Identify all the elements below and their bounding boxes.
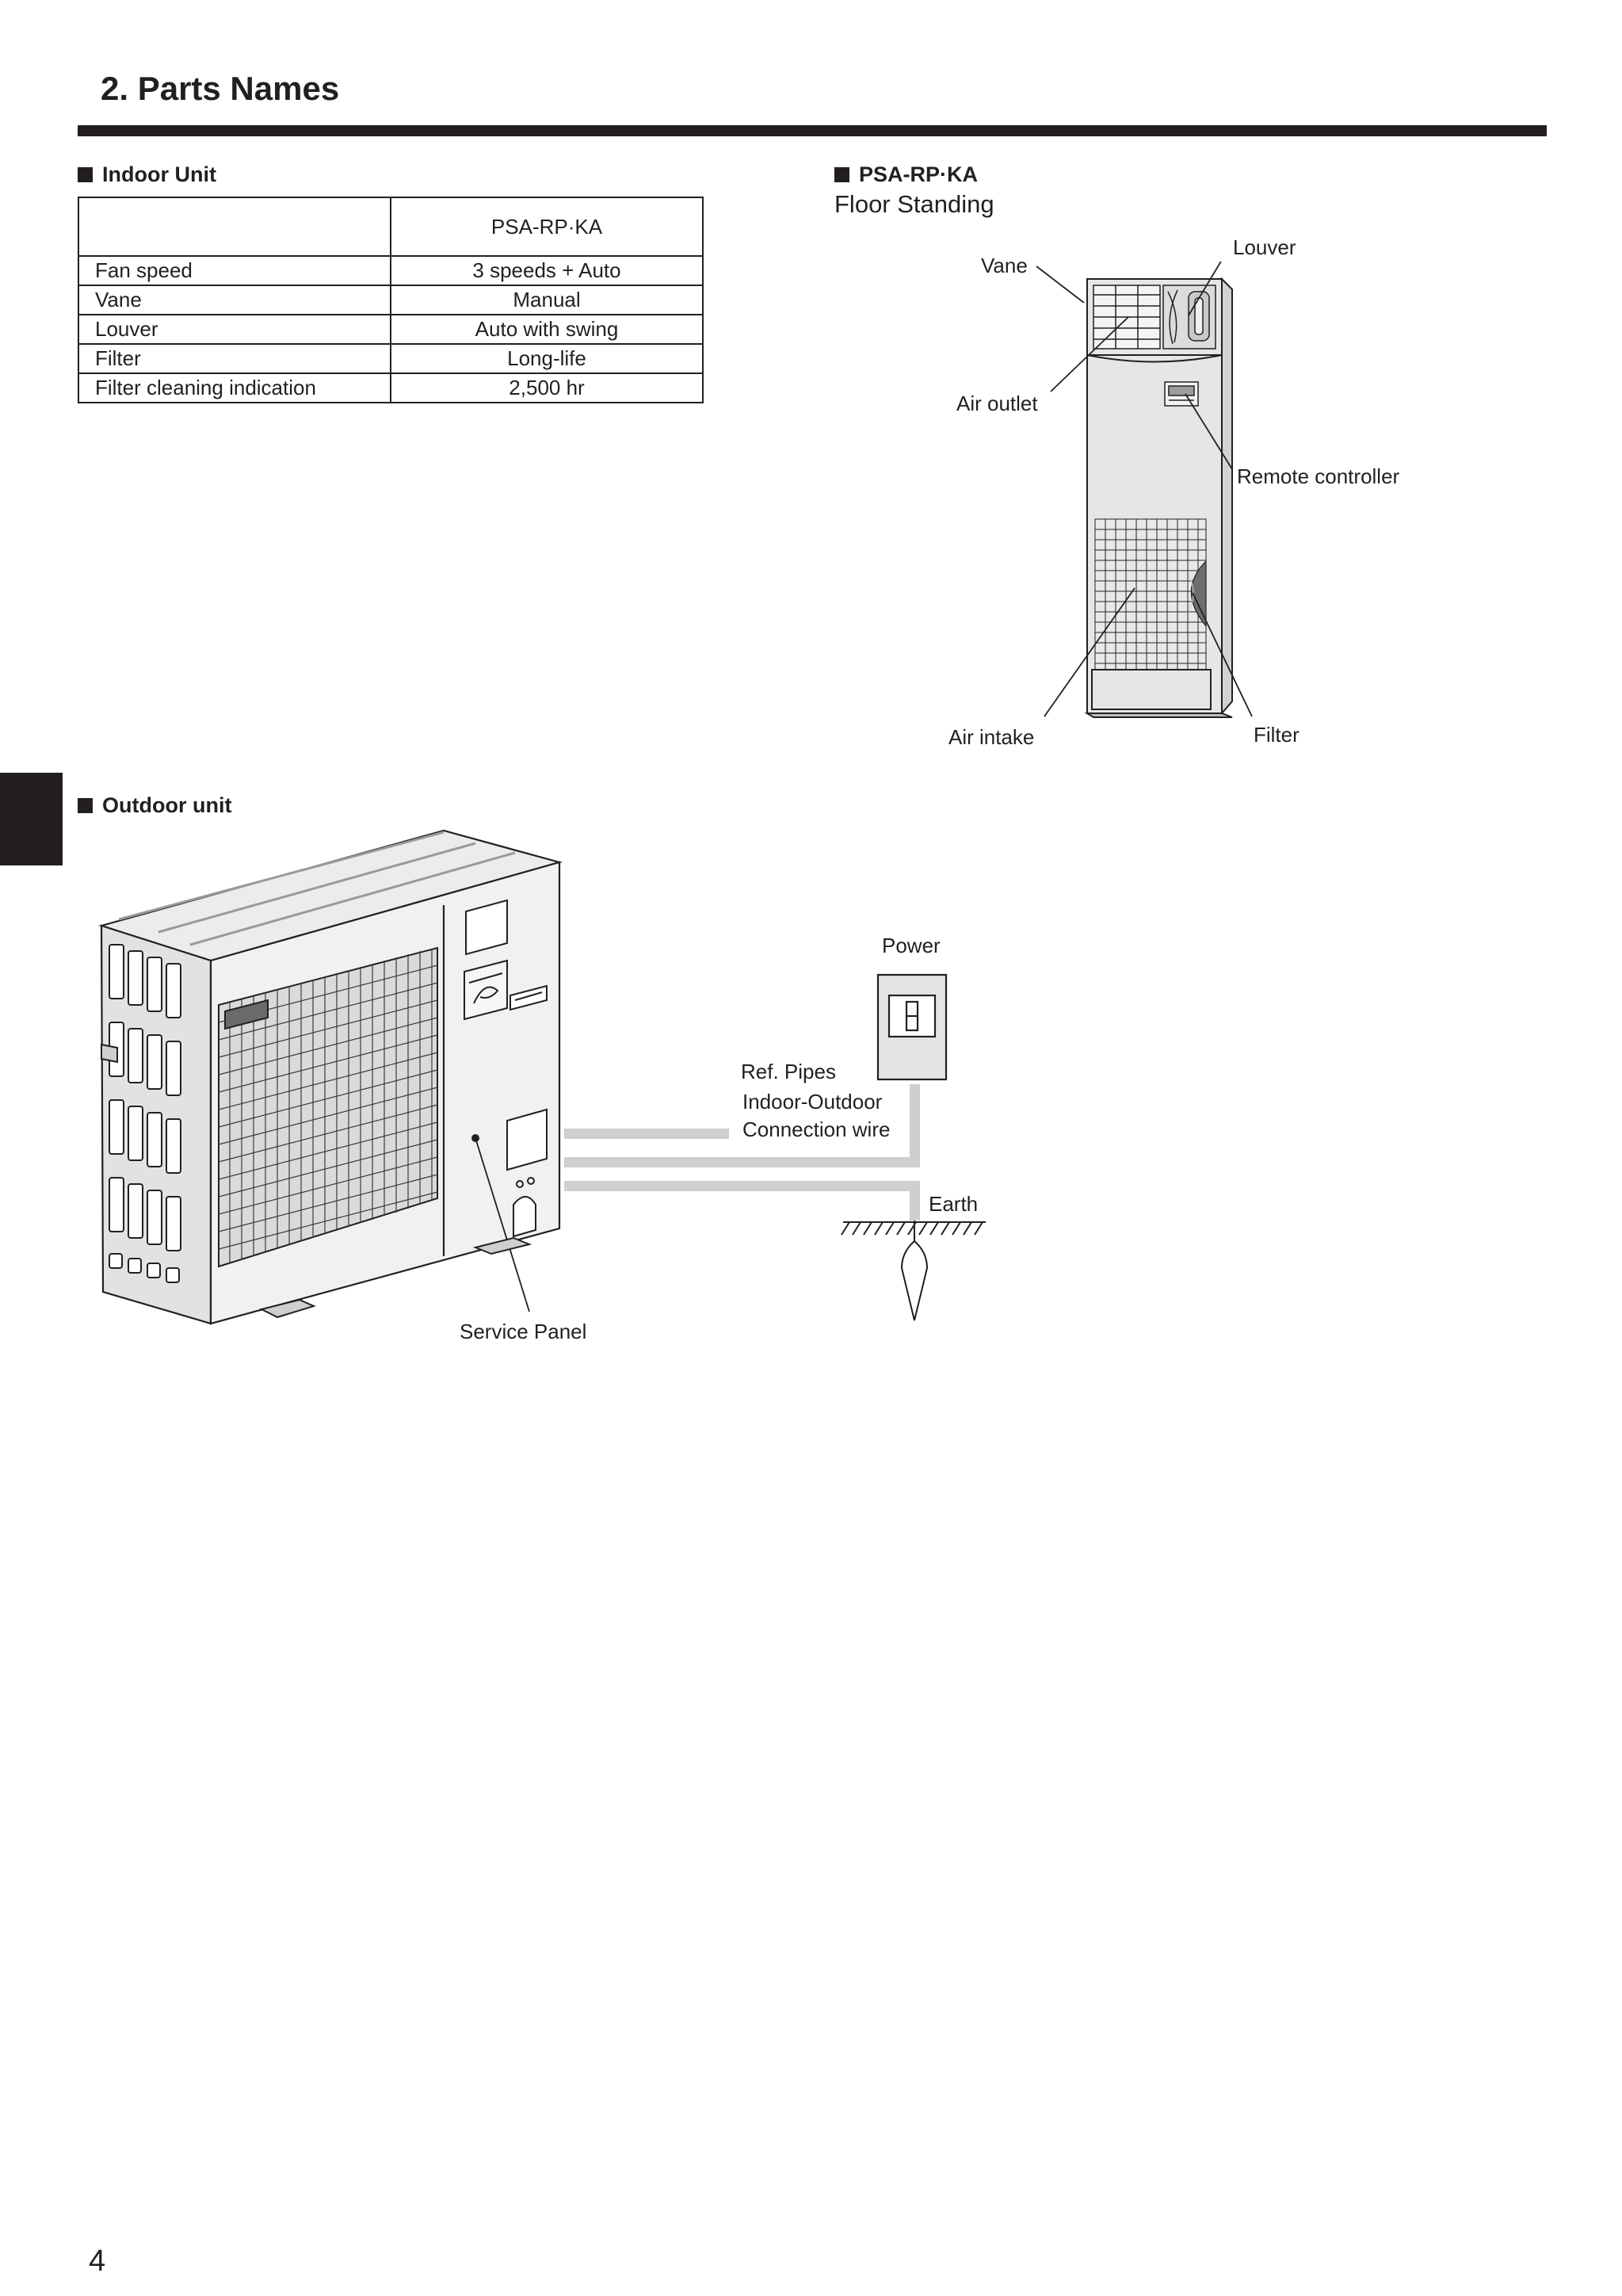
louver-label: Louver [1233, 235, 1296, 259]
table-row-label: Filter cleaning indication [78, 372, 391, 403]
table-model-header: PSA-RP·KA [390, 197, 704, 257]
table-row: Fan speed 3 speeds + Auto [78, 255, 704, 286]
table-header-row: PSA-RP·KA [78, 197, 704, 257]
table-row: Filter cleaning indication 2,500 hr [78, 372, 704, 403]
vane-label: Vane [981, 254, 1028, 277]
service-panel-leader [475, 1137, 530, 1312]
ref-pipe [564, 1129, 729, 1139]
table-row-label: Filter [78, 343, 391, 374]
model-heading: PSA-RP·KA [834, 162, 978, 187]
filter-shape [1188, 560, 1207, 628]
side-handle [101, 1043, 118, 1064]
table-row-label: Louver [78, 314, 391, 345]
page-number: 4 [89, 2244, 106, 2278]
indoor-unit-table: PSA-RP·KA Fan speed 3 speeds + Auto Vane… [78, 197, 704, 403]
indoor-unit-legs [1091, 669, 1212, 710]
table-row-value: Manual [390, 285, 704, 315]
outdoor-unit-heading: Outdoor unit [78, 793, 231, 818]
power-box [876, 973, 948, 1081]
chapter-thumb-tab [0, 773, 63, 865]
table-row: Vane Manual [78, 285, 704, 315]
earth-wire [564, 1181, 920, 1221]
remote-controller-panel [1164, 381, 1199, 407]
air-outlet-label: Air outlet [956, 392, 1038, 415]
indoor-unit-illustration [1084, 277, 1233, 718]
air-intake-label: Air intake [948, 725, 1035, 749]
table-row-label: Vane [78, 285, 391, 315]
table-row-value: 2,500 hr [390, 372, 704, 403]
power-label: Power [882, 934, 941, 957]
page-title: 2. Parts Names [101, 70, 340, 107]
air-intake-grille [1094, 518, 1207, 670]
table-row-value: 3 speeds + Auto [390, 255, 704, 286]
model-heading-text: PSA-RP·KA [859, 162, 979, 186]
table-row-value: Long-life [390, 343, 704, 374]
unit-feet [259, 1236, 532, 1319]
title-rule [78, 125, 1547, 136]
earth-label: Earth [929, 1192, 979, 1216]
remote-controller-label: Remote controller [1237, 464, 1400, 488]
table-row-value: Auto with swing [390, 314, 704, 345]
filter-label: Filter [1254, 723, 1300, 747]
service-panel-details [464, 899, 548, 1238]
table-cell-empty [78, 197, 391, 257]
square-bullet-icon [78, 167, 93, 182]
outdoor-unit-heading-text: Outdoor unit [102, 793, 232, 817]
indoor-outdoor-label: Indoor-Outdoor [742, 1090, 883, 1114]
table-row: Filter Long-life [78, 343, 704, 374]
louver-grille [1162, 285, 1216, 350]
table-row-label: Fan speed [78, 255, 391, 286]
indoor-unit-heading-text: Indoor Unit [102, 162, 216, 186]
table-row: Louver Auto with swing [78, 314, 704, 345]
fan-guard-mesh [218, 949, 438, 1263]
square-bullet-icon [834, 167, 849, 182]
outdoor-diagram [98, 829, 986, 1325]
vane-grille [1093, 285, 1161, 350]
indoor-unit-heading: Indoor Unit [78, 162, 216, 187]
connection-wire [564, 1084, 920, 1167]
floor-standing-subtitle: Floor Standing [834, 190, 994, 218]
earth-ground-icon [841, 1221, 986, 1321]
connection-wire-label: Connection wire [742, 1117, 891, 1141]
service-panel-label: Service Panel [460, 1320, 587, 1343]
brand-badge [224, 999, 269, 1030]
ref-pipes-label: Ref. Pipes [741, 1060, 836, 1083]
indoor-leader-lines [1036, 262, 1253, 717]
square-bullet-icon [78, 798, 93, 813]
